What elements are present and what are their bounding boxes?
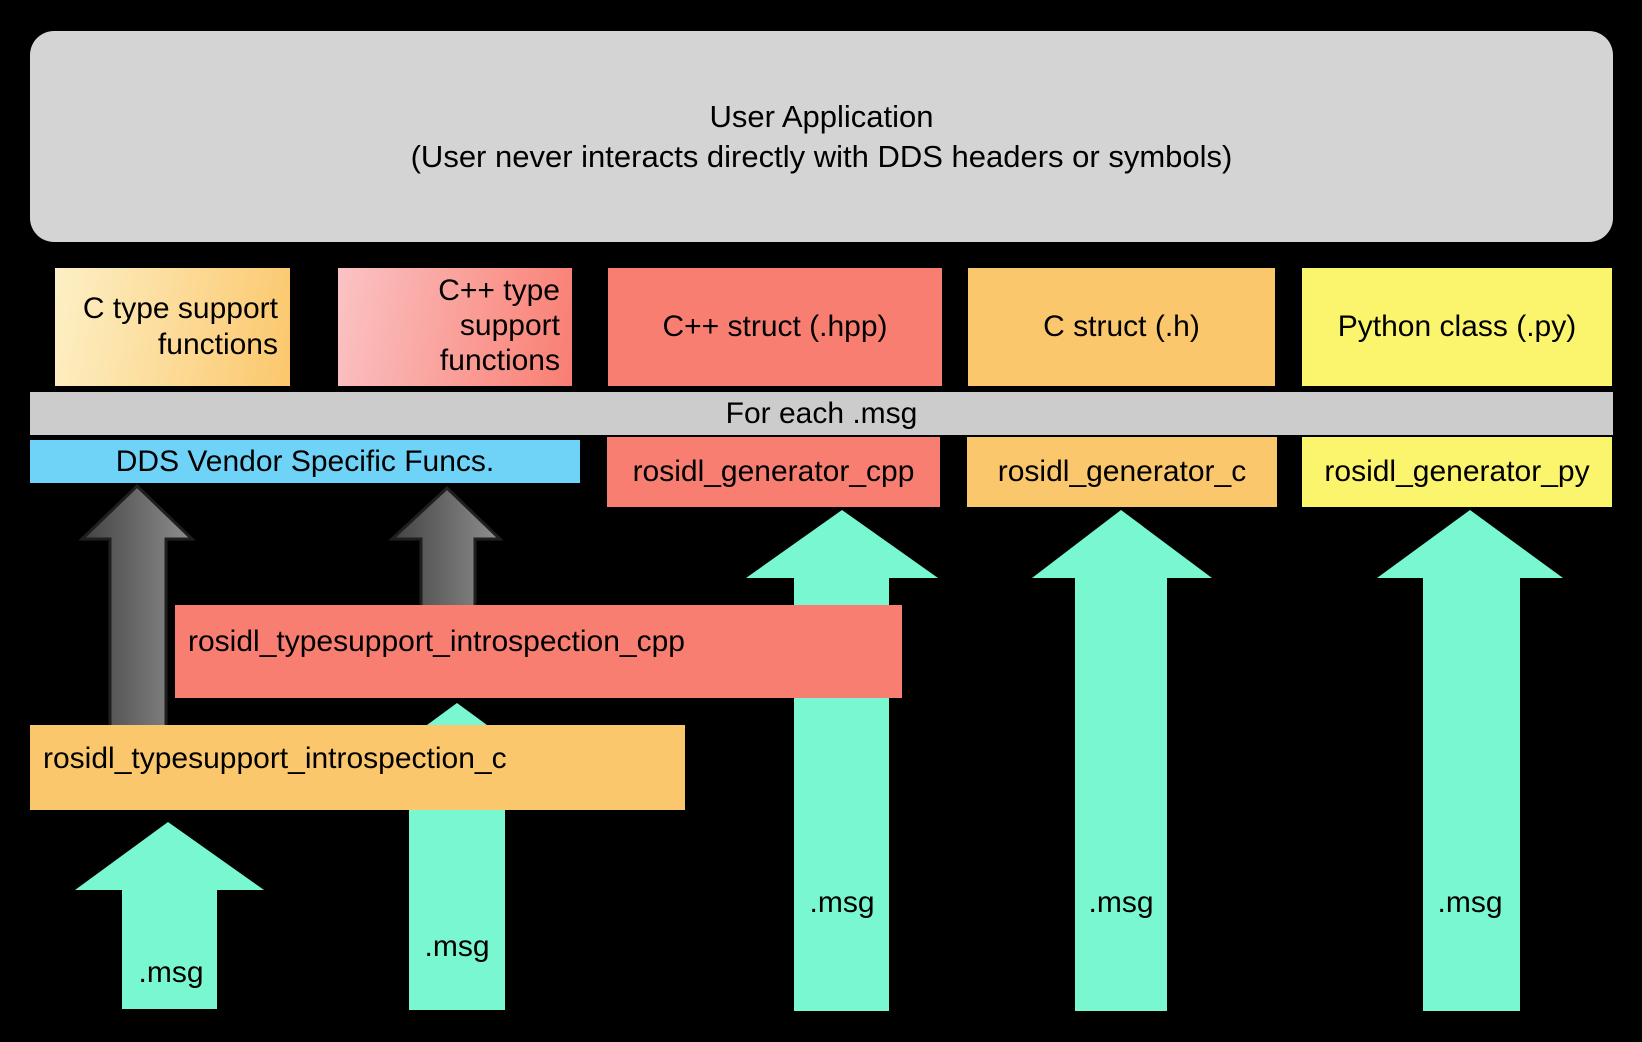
msg-arrow-to-generator-cpp-icon <box>746 510 938 1011</box>
node-label-line: functions <box>439 344 560 377</box>
msg-arrow-label: .msg <box>138 956 204 989</box>
node-rosidl-typesupport-introspection-c: rosidl_typesupport_introspection_c <box>30 725 685 810</box>
user-application-panel: User Application (User never interacts d… <box>30 31 1613 242</box>
node-label-line: C type support <box>82 292 278 325</box>
msg-arrow-label: .msg <box>424 930 490 963</box>
msg-arrow-to-generator-py-icon <box>1377 510 1563 1011</box>
node-label: Python class (.py) <box>1337 310 1577 343</box>
node-label: rosidl_generator_cpp <box>632 455 915 488</box>
gray-arrow-introspection-cpp-to-dds-icon <box>388 485 504 609</box>
node-rosidl-generator-py: rosidl_generator_py <box>1302 437 1612 507</box>
msg-arrow-to-generator-c-icon <box>1032 510 1212 1011</box>
msg-arrow-label: .msg <box>1088 886 1154 919</box>
node-label: rosidl_typesupport_introspection_cpp <box>188 624 685 658</box>
msg-arrow-label: .msg <box>1437 886 1503 919</box>
node-label: rosidl_generator_c <box>997 455 1247 488</box>
node-label: DDS Vendor Specific Funcs. <box>115 444 495 478</box>
node-label: rosidl_typesupport_introspection_c <box>43 741 507 775</box>
node-label-line: functions <box>157 328 278 361</box>
node-label: C++ struct (.hpp) <box>662 310 888 343</box>
node-label: rosidl_generator_py <box>1324 455 1590 488</box>
node-label: C struct (.h) <box>1043 310 1200 343</box>
node-rosidl-typesupport-introspection-cpp: rosidl_typesupport_introspection_cpp <box>175 605 902 698</box>
msg-arrow-label: .msg <box>809 886 875 919</box>
for-each-msg-band: For each .msg <box>30 392 1613 435</box>
node-cpp-struct: C++ struct (.hpp) <box>608 268 942 386</box>
node-cpp-type-support-functions: C++ type support functions <box>338 268 572 386</box>
node-rosidl-generator-cpp: rosidl_generator_cpp <box>607 437 940 507</box>
node-c-type-support-functions: C type support functions <box>55 268 290 386</box>
node-label-line: support <box>459 309 560 342</box>
msg-arrow-to-introspection-cpp-tip-icon <box>427 703 487 725</box>
for-each-msg-label: For each .msg <box>725 396 918 430</box>
node-c-struct: C struct (.h) <box>968 268 1275 386</box>
node-python-class: Python class (.py) <box>1302 268 1612 386</box>
node-rosidl-generator-c: rosidl_generator_c <box>967 437 1277 507</box>
msg-arrow-to-introspection-cpp-shaft-icon <box>409 806 505 1010</box>
node-label-line: C++ type <box>438 274 560 307</box>
node-dds-vendor-specific-funcs: DDS Vendor Specific Funcs. <box>30 440 580 483</box>
user-application-title: User Application <box>709 98 934 134</box>
msg-arrow-to-introspection-c-icon <box>75 822 264 1009</box>
user-application-subtitle: (User never interacts directly with DDS … <box>410 138 1233 174</box>
